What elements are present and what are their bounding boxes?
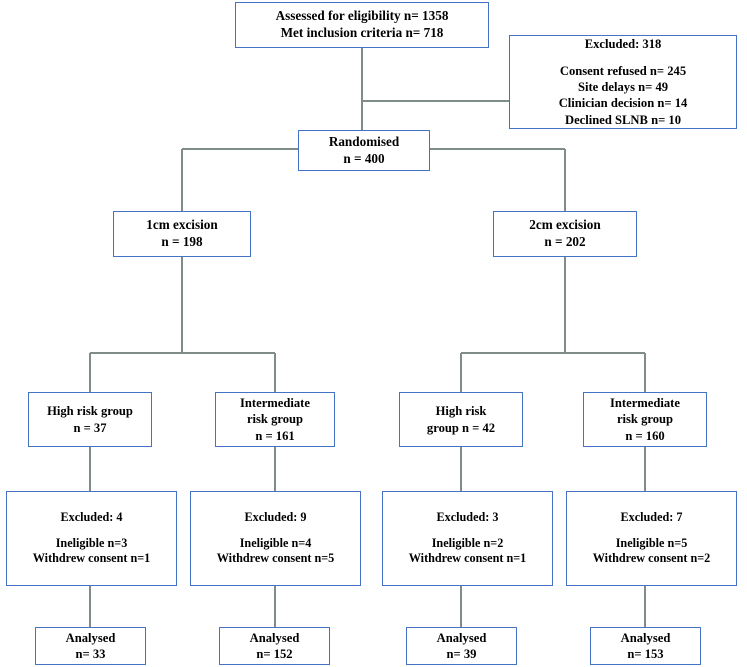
randomised-label: Randomised <box>328 133 400 149</box>
node-group-1cm-high-risk: High risk group n = 37 <box>28 392 152 447</box>
arm-1cm-count: n = 198 <box>161 234 203 249</box>
excluded-1cm-intermediate-reason-1: Ineligible n=4 <box>239 535 312 550</box>
arm-2cm-count: n = 202 <box>544 234 586 249</box>
excluded-2cm-intermediate-reason-2: Withdrew consent n=2 <box>592 551 711 566</box>
group-2cm-intermediate-count: n = 160 <box>625 428 665 443</box>
excluded-main-reason-1: Consent refused n= 245 <box>559 64 687 79</box>
analysed-2cm-high-label: Analysed <box>436 630 487 645</box>
node-group-2cm-high-risk: High risk group n = 42 <box>399 392 523 447</box>
node-arm-2cm-excision: 2cm excision n = 202 <box>493 211 637 257</box>
analysed-1cm-intermediate-label: Analysed <box>249 630 300 645</box>
node-analysed-2cm-intermediate: Analysed n= 153 <box>590 627 701 665</box>
excluded-1cm-high-reason-1: Ineligible n=3 <box>55 535 128 550</box>
node-arm-1cm-excision: 1cm excision n = 198 <box>113 211 251 257</box>
group-2cm-intermediate-label-2: risk group <box>616 412 674 427</box>
excluded-1cm-intermediate-reason-2: Withdrew consent n=5 <box>216 551 335 566</box>
group-2cm-intermediate-label-1: Intermediate <box>610 396 680 411</box>
group-2cm-high-label-1: High risk <box>435 404 487 419</box>
node-excluded-2cm-intermediate: Excluded: 7 Ineligible n=5 Withdrew cons… <box>566 491 737 586</box>
excluded-main-reason-2: Site delays n= 49 <box>577 80 669 95</box>
node-assessed-for-eligibility: Assessed for eligibility n= 1358 Met inc… <box>235 2 489 48</box>
excluded-1cm-intermediate-title: Excluded: 9 <box>244 509 307 524</box>
analysed-2cm-intermediate-label: Analysed <box>620 630 671 645</box>
group-1cm-high-count: n = 37 <box>73 420 107 435</box>
assessed-line-1: Assessed for eligibility n= 1358 <box>275 8 449 24</box>
excluded-main-reason-4: Declined SLNB n= 10 <box>565 112 681 127</box>
analysed-1cm-intermediate-count: n= 152 <box>256 647 293 661</box>
group-1cm-intermediate-label-2: risk group <box>246 412 304 427</box>
group-1cm-intermediate-count: n = 161 <box>255 428 295 443</box>
group-1cm-intermediate-label-1: Intermediate <box>240 396 310 411</box>
node-randomised: Randomised n = 400 <box>298 130 430 171</box>
excluded-2cm-intermediate-title: Excluded: 7 <box>620 509 683 524</box>
node-excluded-1cm-intermediate: Excluded: 9 Ineligible n=4 Withdrew cons… <box>190 491 361 586</box>
node-analysed-2cm-high: Analysed n= 39 <box>406 627 517 665</box>
assessed-line-2: Met inclusion criteria n= 718 <box>280 25 444 40</box>
excluded-main-title: Excluded: 318 <box>584 37 662 52</box>
analysed-1cm-high-label: Analysed <box>65 630 116 645</box>
node-excluded-main: Excluded: 318 Consent refused n= 245 Sit… <box>509 35 737 129</box>
node-analysed-1cm-high: Analysed n= 33 <box>35 627 146 665</box>
excluded-2cm-high-reason-2: Withdrew consent n=1 <box>408 551 527 566</box>
excluded-main-reason-3: Clinician decision n= 14 <box>558 96 688 111</box>
excluded-1cm-high-reason-2: Withdrew consent n=1 <box>32 551 151 566</box>
node-excluded-1cm-high: Excluded: 4 Ineligible n=3 Withdrew cons… <box>6 491 177 586</box>
node-analysed-1cm-intermediate: Analysed n= 152 <box>219 627 330 665</box>
node-group-1cm-intermediate-risk: Intermediate risk group n = 161 <box>215 392 335 447</box>
excluded-2cm-intermediate-reason-1: Ineligible n=5 <box>615 535 688 550</box>
group-1cm-high-label: High risk group <box>47 404 133 419</box>
analysed-2cm-intermediate-count: n= 153 <box>627 647 664 661</box>
arm-1cm-label: 1cm excision <box>146 217 218 233</box>
excluded-2cm-high-title: Excluded: 3 <box>436 509 499 524</box>
group-2cm-high-label-2: group n = 42 <box>426 420 496 435</box>
arm-2cm-label: 2cm excision <box>529 217 601 233</box>
node-group-2cm-intermediate-risk: Intermediate risk group n = 160 <box>583 392 707 447</box>
analysed-1cm-high-count: n= 33 <box>75 647 106 661</box>
excluded-1cm-high-title: Excluded: 4 <box>60 509 123 524</box>
analysed-2cm-high-count: n= 39 <box>446 647 477 661</box>
randomised-count: n = 400 <box>343 150 385 166</box>
node-excluded-2cm-high: Excluded: 3 Ineligible n=2 Withdrew cons… <box>382 491 553 586</box>
excluded-2cm-high-reason-1: Ineligible n=2 <box>431 535 504 550</box>
